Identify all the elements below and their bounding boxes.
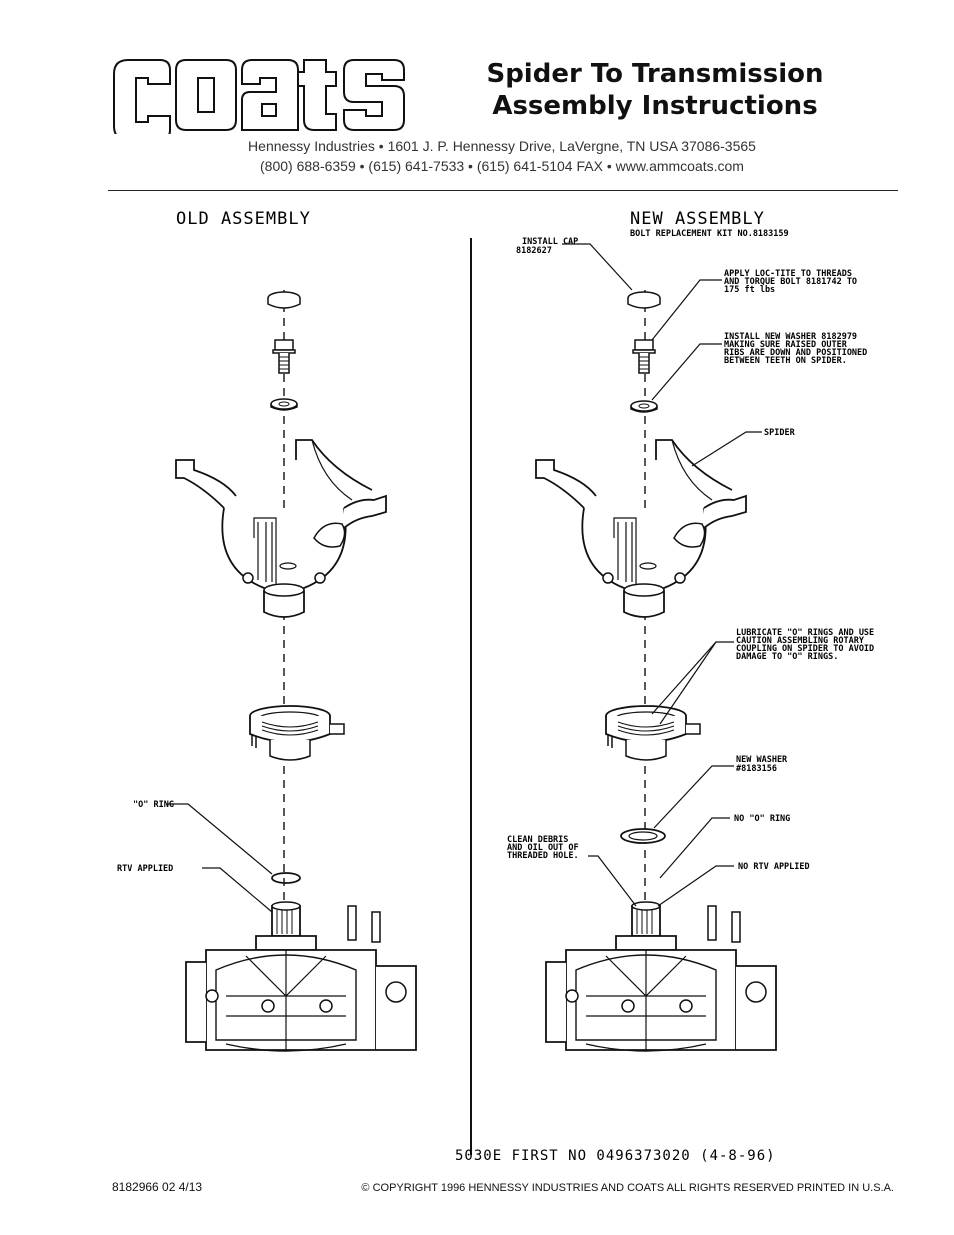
clean-leader [588, 855, 637, 907]
old-cap [267, 291, 301, 309]
page-title: Spider To Transmission Assembly Instruct… [440, 58, 870, 122]
loctite-label: APPLY LOC-TITE TO THREADS AND TORQUE BOL… [724, 269, 862, 295]
old-rtv-label: RTV APPLIED [117, 864, 173, 874]
copyright: © COPYRIGHT 1996 HENNESSY INDUSTRIES AND… [361, 1182, 894, 1194]
old-transmission [185, 901, 417, 1052]
old-o-ring [271, 872, 301, 884]
spider-leader [691, 431, 762, 467]
address-line-2: (800) 688-6359 • (615) 641-7533 • (615) … [260, 158, 744, 174]
washer-leader [651, 343, 722, 401]
old-coupling [249, 705, 345, 761]
old-o-ring-leader [166, 803, 273, 875]
new-washer [630, 400, 658, 413]
kit-label: BOLT REPLACEMENT KIT NO.8183159 [630, 229, 789, 239]
header-rule [108, 190, 898, 191]
new-washer-inner [628, 831, 658, 841]
lubricate-leader-2 [659, 641, 717, 725]
new-spider [535, 439, 747, 618]
no-o-ring-leader [659, 817, 730, 879]
old-spider [175, 439, 387, 618]
center-divider [470, 238, 472, 1155]
washer-label: INSTALL NEW WASHER 8182979 MAKING SURE R… [724, 332, 872, 366]
part-number: 8182966 02 4/13 [112, 1180, 203, 1194]
spider-label: SPIDER [764, 428, 796, 438]
new-assembly-heading: NEW ASSEMBLY [630, 209, 765, 229]
new-washer-8183156 [620, 828, 666, 844]
loctite-leader [651, 279, 722, 341]
address-line-1: Hennessy Industries • 1601 J. P. Henness… [248, 138, 756, 154]
new-transmission [545, 901, 777, 1052]
old-assembly-heading: OLD ASSEMBLY [176, 209, 311, 229]
no-rtv-label: NO RTV APPLIED [738, 862, 810, 872]
new-coupling [605, 705, 701, 761]
cap-label: INSTALL CAP 8182627 [516, 237, 583, 256]
no-rtv-leader [657, 865, 734, 907]
old-washer [270, 398, 298, 411]
old-rtv-leader [202, 867, 273, 913]
coats-logo: coats [113, 59, 405, 134]
new-bolt [632, 339, 656, 374]
new-washer-leader [653, 765, 734, 829]
title-line-1: Spider To Transmission [486, 59, 824, 89]
clean-label: CLEAN DEBRIS AND OIL OUT OF THREADED HOL… [507, 835, 584, 861]
new-cap [627, 291, 661, 309]
old-o-ring-label: "O" RING [133, 800, 174, 810]
cap-leader [562, 243, 633, 291]
new-washer-label: NEW WASHER #8183156 [736, 755, 792, 774]
lubricate-label: LUBRICATE "O" RINGS AND USE CAUTION ASSE… [736, 628, 879, 662]
title-line-2: Assembly Instructions [492, 91, 818, 121]
no-o-ring-label: NO "O" RING [734, 814, 790, 824]
old-bolt [272, 339, 296, 374]
lubricate-leader-1 [651, 641, 734, 715]
first-number: 5030E FIRST NO 0496373020 (4-8-96) [455, 1148, 776, 1164]
